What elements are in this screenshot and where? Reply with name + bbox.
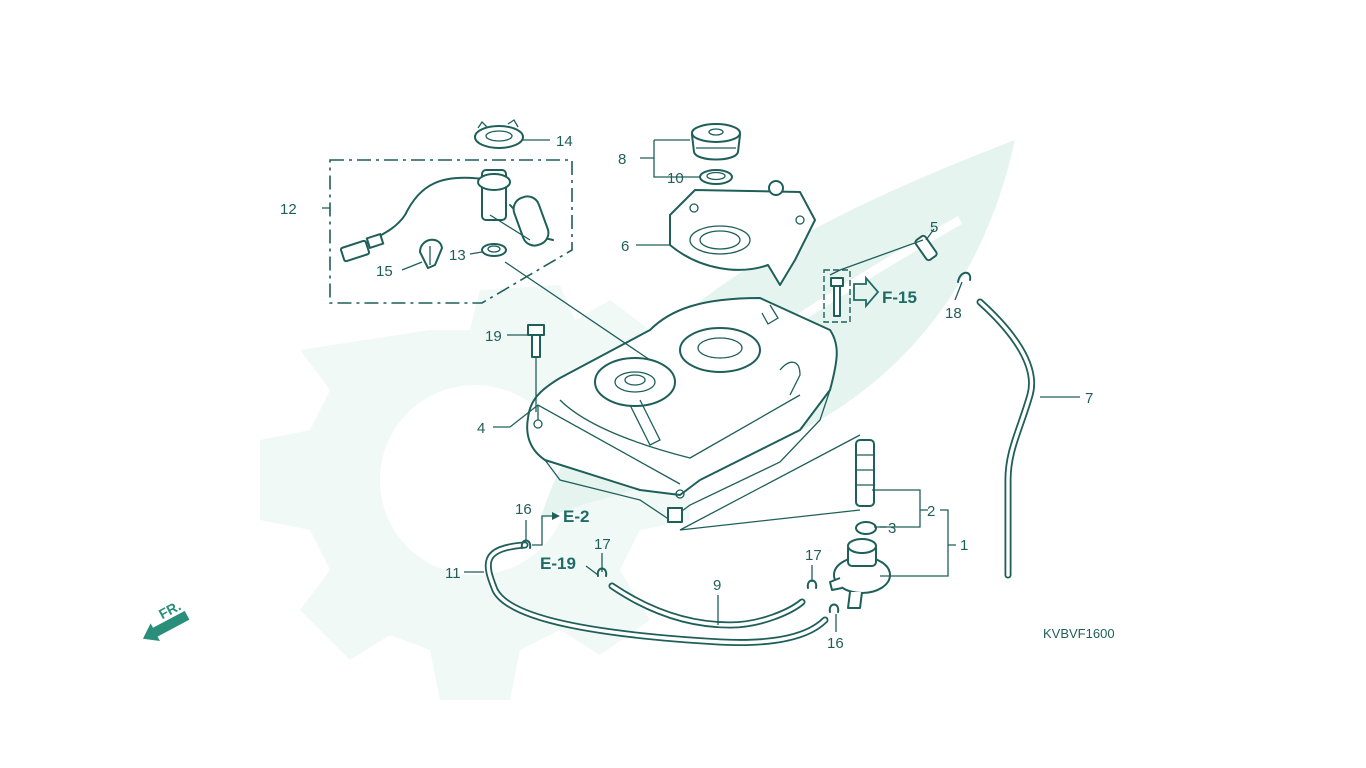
fuel-tank — [526, 297, 838, 523]
callout-8: 8 — [618, 151, 626, 168]
hose-clip-18 — [957, 271, 972, 283]
callout-leaders — [322, 139, 1080, 632]
callout-17-right: 17 — [805, 547, 822, 564]
fuel-filler-tray — [669, 180, 816, 286]
front-direction-arrow-icon: FR. — [142, 597, 190, 641]
callout-17-left: 17 — [594, 536, 611, 553]
pump-set-ring — [474, 119, 524, 149]
callout-16-upper: 16 — [515, 501, 532, 518]
reference-arrow-icon — [853, 275, 880, 309]
callout-2: 2 — [927, 503, 935, 520]
callout-11: 11 — [445, 565, 461, 582]
section-references: E-2 E-19 F-15 — [540, 288, 917, 573]
callout-12: 12 — [280, 201, 297, 218]
fuel-strainer — [855, 439, 875, 507]
tank-bolt — [527, 324, 545, 412]
callout-19: 19 — [485, 328, 502, 345]
fuel-pump-seal — [481, 243, 507, 257]
callout-7: 7 — [1085, 390, 1093, 407]
callout-14: 14 — [556, 133, 573, 150]
fuel-pump-assembly — [339, 169, 554, 263]
callout-9: 9 — [713, 577, 721, 594]
reference-e19[interactable]: E-19 — [540, 554, 576, 573]
callout-1: 1 — [960, 537, 968, 554]
callout-18: 18 — [945, 305, 962, 322]
callout-5: 5 — [930, 219, 938, 236]
fuel-valve — [829, 538, 891, 609]
callout-10: 10 — [667, 170, 684, 187]
callout-4: 4 — [477, 420, 485, 437]
callout-16-lower: 16 — [827, 635, 844, 652]
fuel-hoses — [484, 298, 1036, 647]
callout-15: 15 — [376, 263, 393, 280]
wire-clamp — [419, 238, 443, 269]
callout-3: 3 — [888, 520, 896, 537]
tank-leader-lines — [504, 261, 861, 531]
reference-f15[interactable]: F-15 — [882, 288, 917, 307]
strainer-o-ring — [855, 521, 877, 535]
diagram-code: KVBVF1600 — [1043, 626, 1115, 641]
callout-6: 6 — [621, 238, 629, 255]
breather-fitting — [829, 234, 938, 276]
mounting-bolt-f15 — [823, 269, 880, 323]
callout-13: 13 — [449, 247, 466, 264]
fuel-cap-gasket — [699, 169, 733, 185]
reference-e2[interactable]: E-2 — [563, 507, 589, 526]
callout-labels: 1 2 3 4 5 6 7 8 9 10 11 12 13 14 15 16 1… — [280, 133, 1093, 652]
fuel-filler-cap — [691, 123, 741, 161]
